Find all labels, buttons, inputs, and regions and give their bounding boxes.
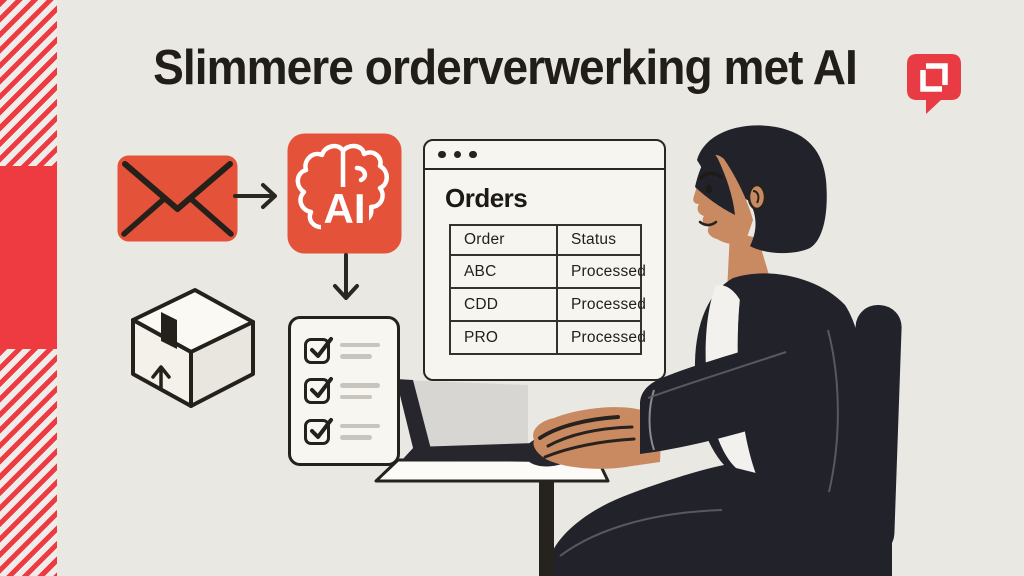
ai-label: AI [320,187,369,231]
checkbox-checked-icon [304,377,333,404]
order-cell: ABC [449,254,558,289]
arm-sleeve [640,333,806,454]
hand [533,407,662,469]
table-row: ABC Processed [449,254,646,289]
stripe-pattern-bottom [0,349,57,576]
hair-front [695,151,735,215]
orders-window: Orders Order Status ABC Processed CDD Pr… [423,139,666,381]
ear [747,183,767,211]
smile [698,220,718,227]
red-block [0,166,57,349]
status-cell: Processed [556,254,646,289]
orders-heading: Orders [445,183,528,213]
status-cell: Processed [556,320,646,355]
laptop-icon [396,379,548,462]
table-row: PRO Processed [449,320,646,355]
brand-logo-icon [907,54,961,114]
window-dot-icon [438,150,446,159]
table-header-row: Order Status [449,224,642,256]
eyebrow [699,171,723,180]
arrow-down-icon [333,253,359,300]
window-dot-icon [469,150,477,159]
checkbox-checked-icon [304,336,333,364]
column-header-status: Status [556,224,642,256]
status-cell: Processed [556,287,646,322]
table-row: CDD Processed [449,287,646,322]
column-header-order: Order [449,224,558,256]
order-cell: CDD [449,287,558,322]
orders-table: Order Status ABC Processed CDD Processed… [449,224,646,355]
order-cell: PRO [449,320,558,355]
checklist-item [304,377,397,404]
page-title: Slimmere orderverwerking met AI [153,41,858,95]
window-titlebar [425,141,664,170]
package-box-icon [131,288,255,408]
envelope-icon [117,155,238,242]
checklist-item [304,417,397,445]
stripe-pattern-top [0,0,57,166]
ai-chip: AI [287,133,402,254]
checklist-icon [288,316,400,466]
checkbox-checked-icon [304,417,333,445]
window-dot-icon [453,150,461,159]
arrow-right-icon [233,183,277,209]
checklist-item [304,336,397,364]
eye [705,184,713,194]
